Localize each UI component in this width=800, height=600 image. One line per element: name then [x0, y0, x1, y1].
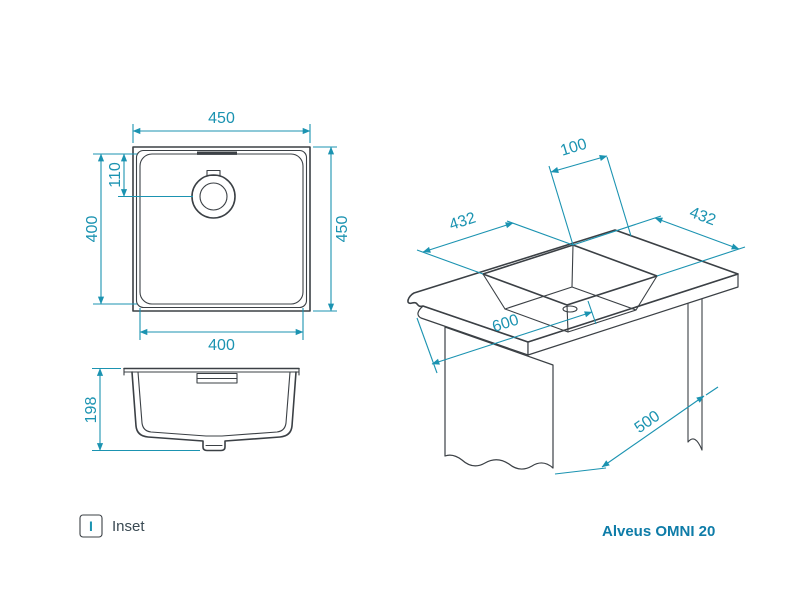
dimension-line — [422, 222, 514, 253]
extension-line — [416, 249, 484, 275]
dim-label-cabinet-height: 500 — [632, 408, 664, 437]
bowl-outer-wall — [131, 371, 297, 452]
dim-drain-offset: 110 — [107, 153, 193, 198]
drain-inner-circle — [199, 182, 228, 211]
sink-rim-edge — [135, 149, 308, 309]
dim-cabinet-height: 500 — [554, 386, 719, 475]
dim-label-depth: 198 — [83, 397, 100, 424]
iso-view: 432 100 432 600 500 — [407, 136, 746, 475]
legend-label: Inset — [112, 518, 145, 535]
product-name: Alveus OMNI 20 — [602, 523, 715, 540]
legend: I Inset — [79, 514, 145, 538]
dimension-line — [550, 155, 608, 173]
dim-label-cutout-depth: 432 — [687, 204, 718, 229]
extension-line — [506, 220, 574, 246]
extension-line — [572, 215, 662, 246]
dim-height-inner: 400 — [84, 153, 137, 305]
drain-tab — [206, 169, 221, 177]
dim-edge-distance: 100 — [548, 136, 632, 246]
dim-label-height-outer: 450 — [334, 216, 351, 243]
extension-line — [416, 317, 438, 374]
inset-icon-letter: I — [89, 518, 93, 534]
dimension-line — [654, 217, 740, 250]
sink-outer-edge — [132, 146, 311, 312]
extension-line — [548, 165, 574, 246]
dimension-line — [601, 395, 705, 468]
dim-width-inner: 400 — [139, 308, 304, 354]
top-view: 450 400 110 450 400 — [84, 110, 351, 354]
extension-line — [705, 386, 719, 396]
dim-label-height-inner: 400 — [84, 216, 101, 243]
cabinet-right-panel-break — [687, 438, 703, 451]
dim-label-drain-offset: 110 — [107, 162, 124, 188]
dim-label-width-inner: 400 — [208, 337, 235, 354]
bowl-corner-edge — [635, 275, 658, 311]
extension-line — [656, 246, 746, 277]
dim-height-outer: 450 — [313, 146, 351, 312]
dim-label-edge-distance: 100 — [558, 136, 589, 160]
dim-depth: 198 — [83, 367, 200, 452]
inset-icon — [79, 514, 103, 538]
bowl-corner-edge — [482, 273, 506, 310]
dim-width-top: 450 — [132, 110, 311, 143]
bowl-corner-edge — [571, 244, 574, 288]
extension-line — [554, 467, 607, 475]
side-view: 198 — [83, 367, 300, 452]
dim-label-cutout-width: 432 — [447, 209, 478, 233]
dimension-line — [431, 311, 593, 365]
bowl-inner-wall — [137, 371, 291, 437]
extension-line — [606, 156, 632, 237]
dim-label-width-top: 450 — [208, 110, 235, 127]
overflow-slot — [197, 151, 237, 155]
